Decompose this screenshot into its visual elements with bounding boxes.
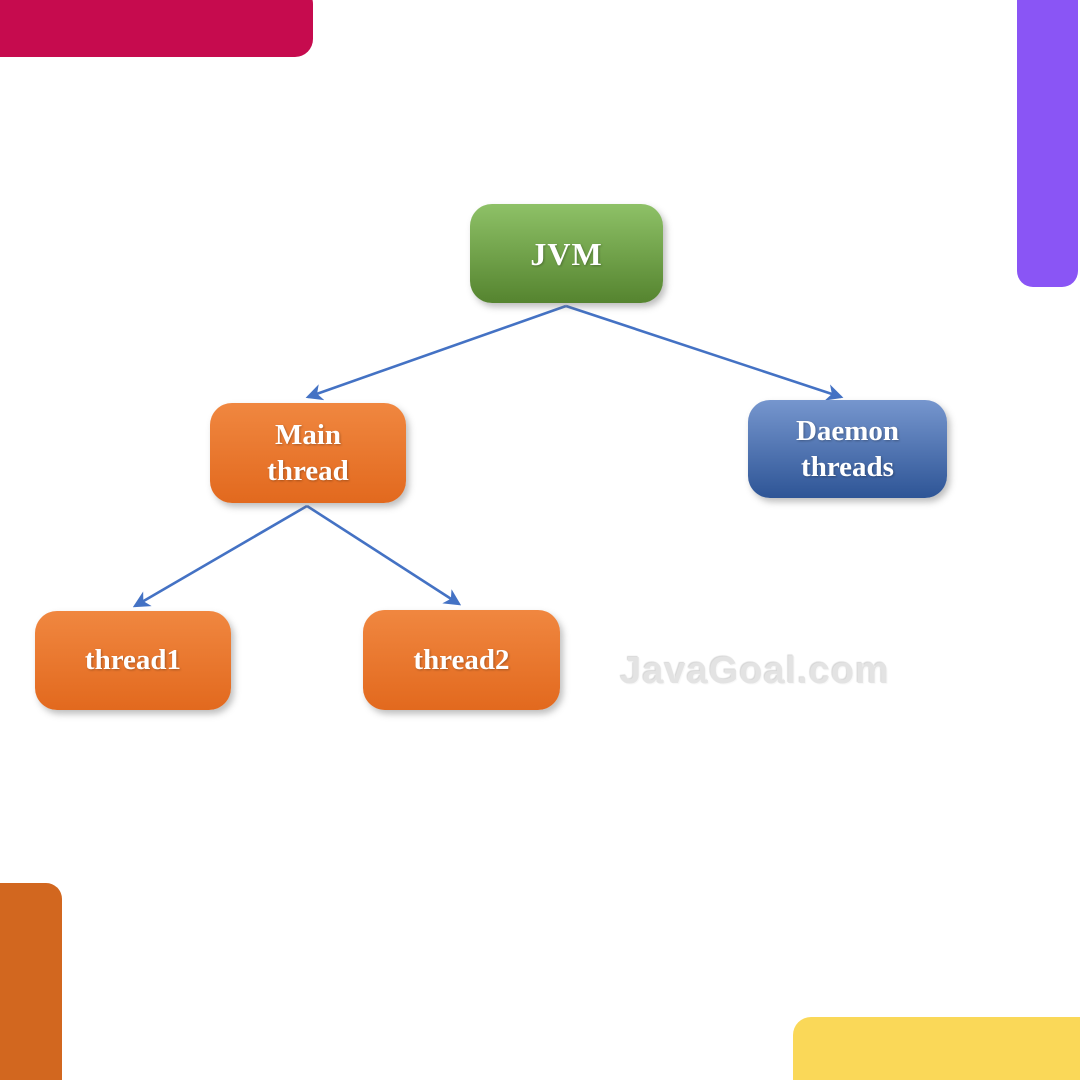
node-main-thread-label: Main thread: [267, 418, 349, 487]
node-jvm-label: JVM: [530, 235, 603, 272]
watermark-text: JavaGoal.com: [620, 650, 890, 692]
decorative-bar-right: [1017, 0, 1078, 287]
edge-jvm-to-main-thread: [305, 304, 567, 401]
node-thread1: thread1: [35, 611, 231, 710]
node-thread1-label: thread1: [84, 644, 182, 677]
node-daemon-threads-label: Daemon threads: [795, 414, 900, 483]
decorative-bar-bottom-right: [793, 1017, 1080, 1080]
edge-main-thread-to-thread2: [306, 504, 462, 606]
node-thread2-label: thread2: [413, 643, 510, 676]
edge-jvm-to-daemon-threads: [565, 304, 844, 401]
decorative-bar-top-left: [0, 0, 313, 57]
node-thread2: thread2: [363, 610, 560, 710]
edge-main-thread-to-thread1: [132, 504, 308, 608]
decorative-bar-bottom-left: [0, 883, 62, 1080]
node-daemon-threads: Daemon threads: [748, 400, 947, 498]
node-jvm: JVM: [470, 204, 663, 303]
node-main-thread: Main thread: [210, 403, 406, 503]
